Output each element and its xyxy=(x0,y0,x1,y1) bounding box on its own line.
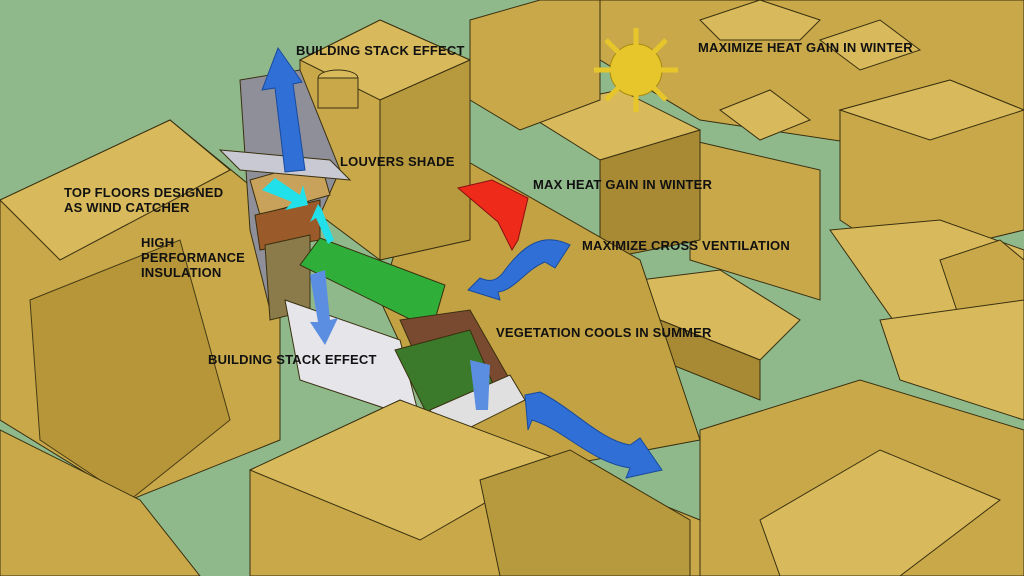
label-louvers-shade: LOUVERS SHADE xyxy=(340,154,455,169)
label-cross-ventilation: MAXIMIZE CROSS VENTILATION xyxy=(582,238,790,253)
building xyxy=(29,239,231,501)
building xyxy=(718,89,812,141)
building xyxy=(599,129,701,261)
label-maximize-heat-gain: MAXIMIZE HEAT GAIN IN WINTER xyxy=(698,40,913,55)
label-max-heat-gain: MAX HEAT GAIN IN WINTER xyxy=(533,177,713,192)
label-insulation-line1: HIGH xyxy=(141,235,175,250)
building xyxy=(469,0,601,131)
red-heat-arrow xyxy=(456,179,529,252)
building xyxy=(838,79,1024,141)
stack-effect-up-arrow xyxy=(261,46,306,173)
building xyxy=(818,19,922,71)
label-stack-effect-top: BUILDING STACK EFFECT xyxy=(296,43,465,58)
label-vegetation: VEGETATION COOLS IN SUMMER xyxy=(496,325,712,340)
building xyxy=(479,449,691,576)
water-tank xyxy=(317,77,359,109)
stack-effect-arrow xyxy=(470,360,490,410)
building xyxy=(0,429,201,576)
building xyxy=(699,0,821,41)
wind-arrow-cyan xyxy=(262,178,308,210)
label-stack-effect-bottom: BUILDING STACK EFFECT xyxy=(208,352,377,367)
building xyxy=(379,59,471,261)
label-wind-catcher-line2: AS WIND CATCHER xyxy=(64,200,190,215)
wind-arrow-cyan xyxy=(310,204,334,244)
building xyxy=(0,119,231,261)
label-insulation-line2: PERFORMANCE xyxy=(141,250,246,265)
cross-ventilation-arrow xyxy=(524,391,663,479)
label-insulation-line3: INSULATION xyxy=(141,265,222,280)
label-wind-catcher-line1: TOP FLOORS DESIGNED xyxy=(64,185,224,200)
building xyxy=(759,449,1001,576)
stack-effect-down-arrow xyxy=(310,270,338,345)
building xyxy=(879,299,1024,421)
cross-ventilation-arrow xyxy=(467,239,571,301)
green-roof xyxy=(299,237,446,331)
sun-icon xyxy=(594,28,678,112)
